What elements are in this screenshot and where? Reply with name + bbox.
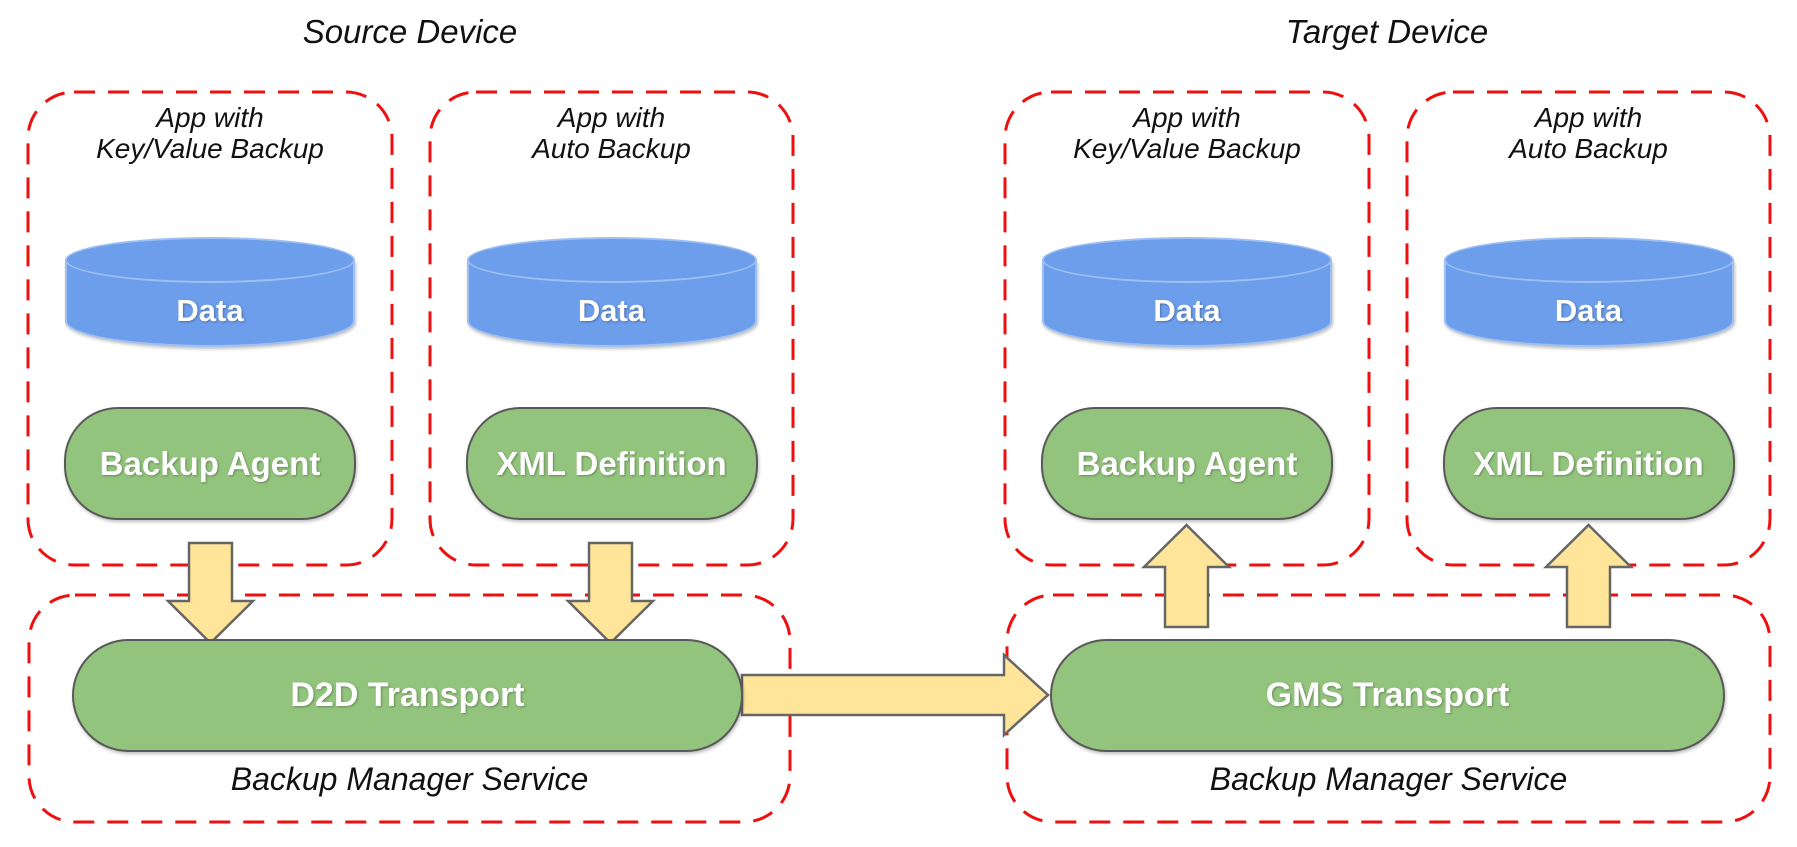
target-backup-manager-panel: GMS Transport Backup Manager Service (1007, 595, 1770, 822)
data-cylinder: Data (1042, 237, 1332, 347)
up-arrow-icon (1140, 523, 1233, 629)
target-app-auto-panel: App with Auto Backup Data XML Definition (1407, 92, 1770, 565)
xml-definition-pill: XML Definition (1442, 407, 1735, 520)
down-arrow-icon (564, 541, 657, 645)
app-title-line1: App with (1534, 102, 1643, 133)
app-title-line1: App with (1133, 102, 1241, 133)
backup-manager-service-label: Backup Manager Service (230, 761, 589, 797)
app-title-line1: App with (557, 102, 666, 133)
app-title-line2: Auto Backup (1509, 133, 1668, 164)
app-title: App with Auto Backup (1407, 102, 1770, 164)
app-title-line2: Key/Value Backup (1073, 133, 1301, 164)
data-label: Data (1153, 293, 1221, 328)
data-cylinder-top (466, 237, 757, 283)
app-title-line2: Key/Value Backup (96, 133, 324, 164)
source-app-auto-panel: App with Auto Backup Data XML Definition (430, 92, 793, 565)
backup-manager-service-label: Backup Manager Service (1209, 761, 1568, 797)
app-title: App with Key/Value Backup (1005, 102, 1369, 164)
backup-agent-pill: Backup Agent (64, 407, 356, 520)
down-arrow-icon (164, 541, 257, 645)
data-label: Data (577, 293, 646, 328)
data-label: Data (1554, 293, 1623, 328)
data-cylinder-top (1042, 237, 1332, 283)
right-arrow-icon (740, 652, 1050, 738)
source-app-keyvalue-panel: App with Key/Value Backup Data Backup Ag… (28, 92, 392, 565)
target-device-title: Target Device (1285, 13, 1489, 50)
data-cylinder: Data (1443, 237, 1734, 347)
d2d-transport-pill: D2D Transport (72, 639, 743, 752)
data-cylinder-top (1443, 237, 1734, 283)
app-title-line2: Auto Backup (532, 133, 691, 164)
data-cylinder: Data (466, 237, 757, 347)
app-title-line1: App with (156, 102, 264, 133)
xml-definition-pill: XML Definition (465, 407, 758, 520)
gms-transport-pill: GMS Transport (1050, 639, 1725, 752)
data-label: Data (176, 293, 244, 328)
app-title: App with Key/Value Backup (28, 102, 392, 164)
data-cylinder: Data (65, 237, 355, 347)
backup-agent-pill: Backup Agent (1041, 407, 1333, 520)
source-device-title: Source Device (302, 13, 518, 50)
data-cylinder-top (65, 237, 355, 283)
target-app-keyvalue-panel: App with Key/Value Backup Data Backup Ag… (1005, 92, 1369, 565)
up-arrow-icon (1542, 523, 1635, 629)
source-backup-manager-panel: D2D Transport Backup Manager Service (29, 595, 790, 822)
app-title: App with Auto Backup (430, 102, 793, 164)
